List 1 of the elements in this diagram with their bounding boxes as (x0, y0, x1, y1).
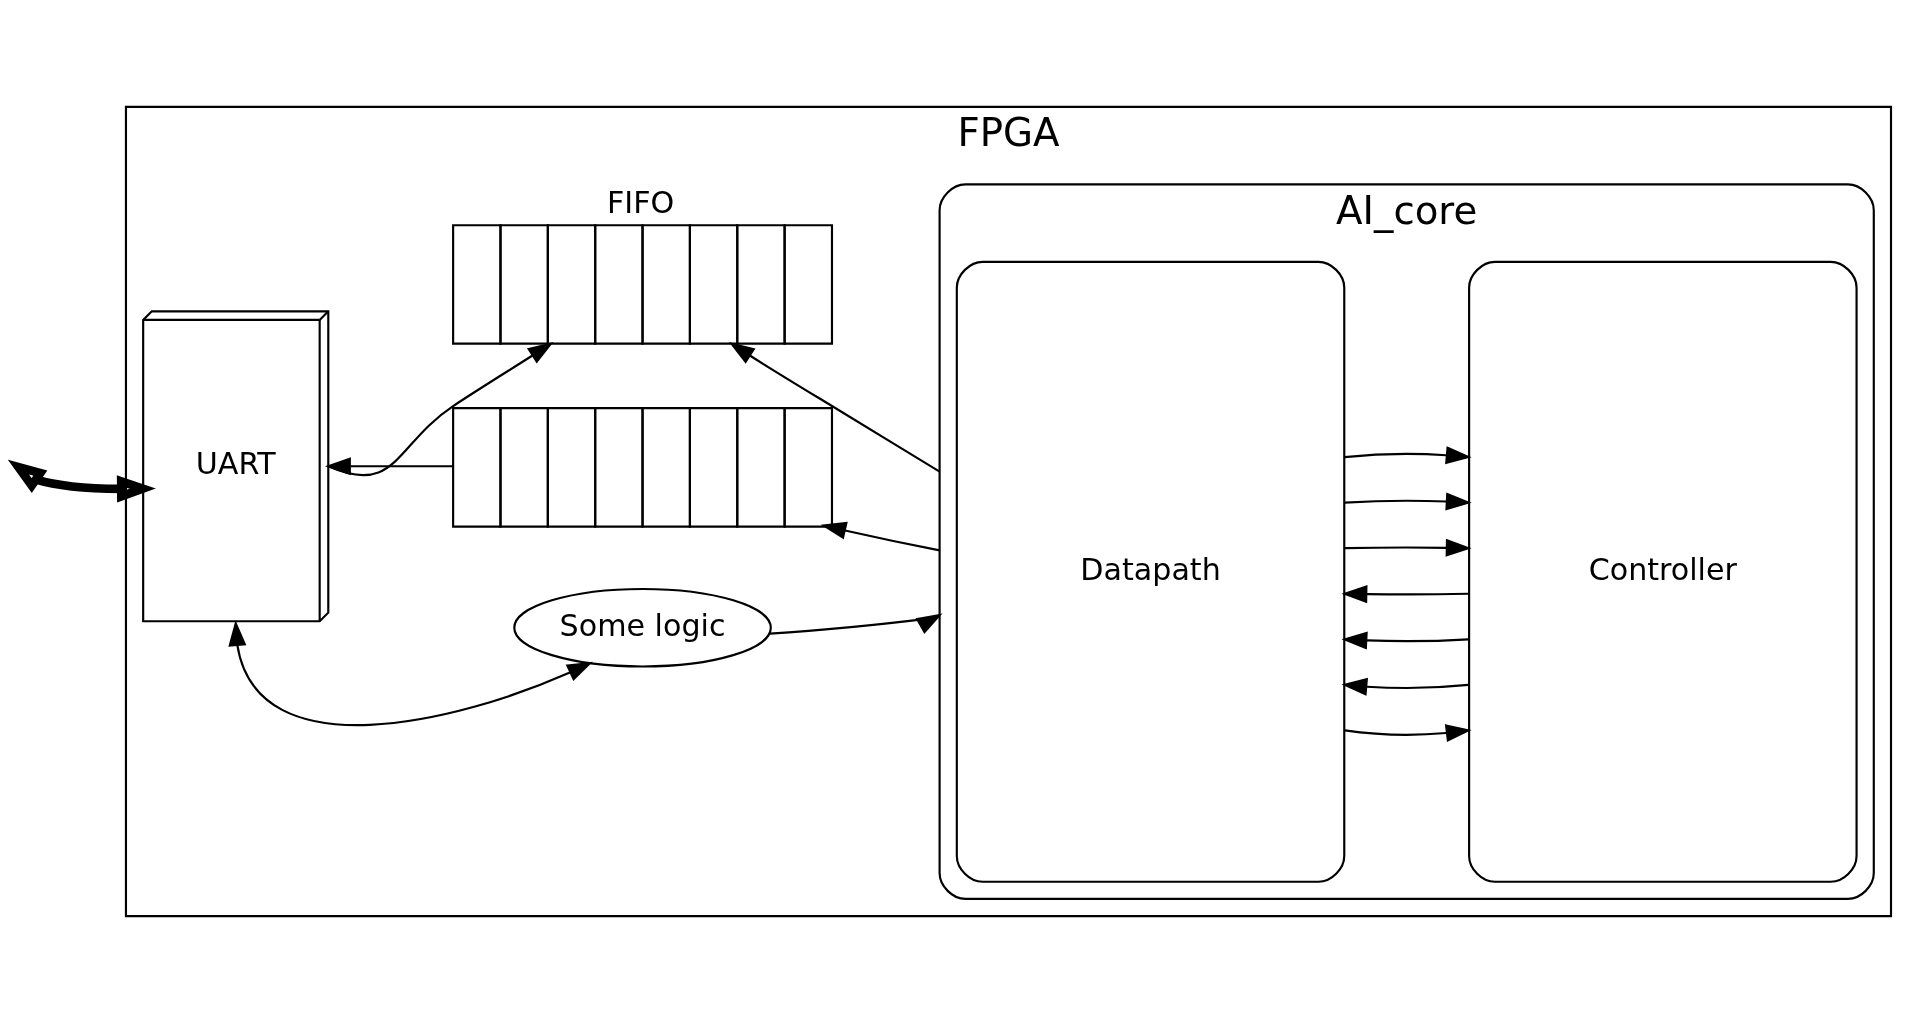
node-label: FIFO (607, 184, 675, 220)
